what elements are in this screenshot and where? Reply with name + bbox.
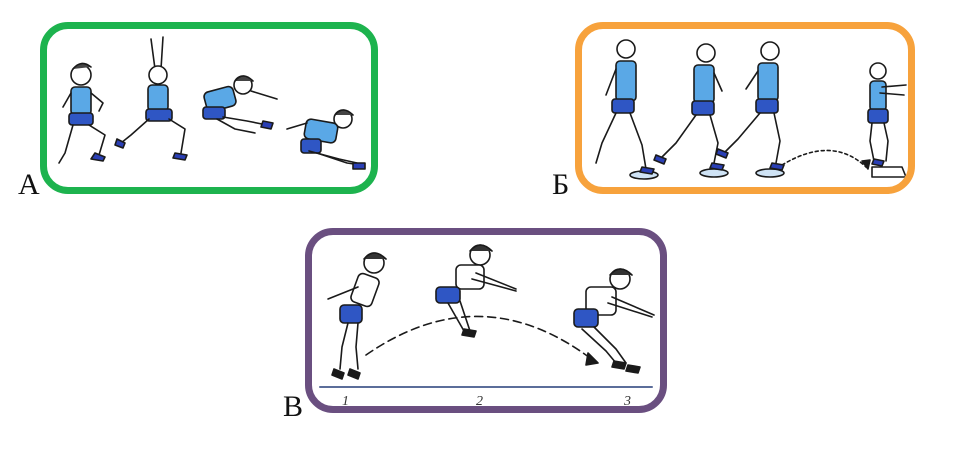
runner-figure-2 <box>653 43 725 171</box>
panel-a-letter: А <box>18 168 40 201</box>
trajectory-arc <box>781 149 867 168</box>
run-up-illustration <box>595 39 907 180</box>
panel-c-standing-jump: 1 2 3 <box>305 228 667 413</box>
runner-figure-1 <box>58 62 106 164</box>
jumper-figure-1 <box>327 252 387 380</box>
long-jump-illustration <box>58 36 366 170</box>
ground-mark <box>699 168 729 178</box>
panel-c-letter: В <box>283 390 304 423</box>
step-number-3: 3 <box>624 394 631 409</box>
jumper-figure-4 <box>286 109 366 170</box>
standing-jump-illustration <box>319 244 655 388</box>
ground-mark <box>755 168 785 178</box>
trajectory-arc <box>365 315 595 362</box>
runner-figure-1 <box>595 39 655 175</box>
step-number-2: 2 <box>476 394 483 409</box>
panel-a-long-jump <box>40 22 378 194</box>
jumper-figure-2 <box>435 244 517 338</box>
jumper-figure-3 <box>573 268 655 374</box>
runner-figure-3 <box>715 41 785 171</box>
jumper-figure-3 <box>202 75 278 134</box>
panel-b-run-up <box>575 22 915 194</box>
step-box <box>871 166 907 178</box>
panel-b-letter: Б <box>552 168 570 201</box>
jumper-figure-2 <box>114 36 188 161</box>
step-number-1: 1 <box>342 394 349 409</box>
jumper-on-step <box>867 62 907 167</box>
